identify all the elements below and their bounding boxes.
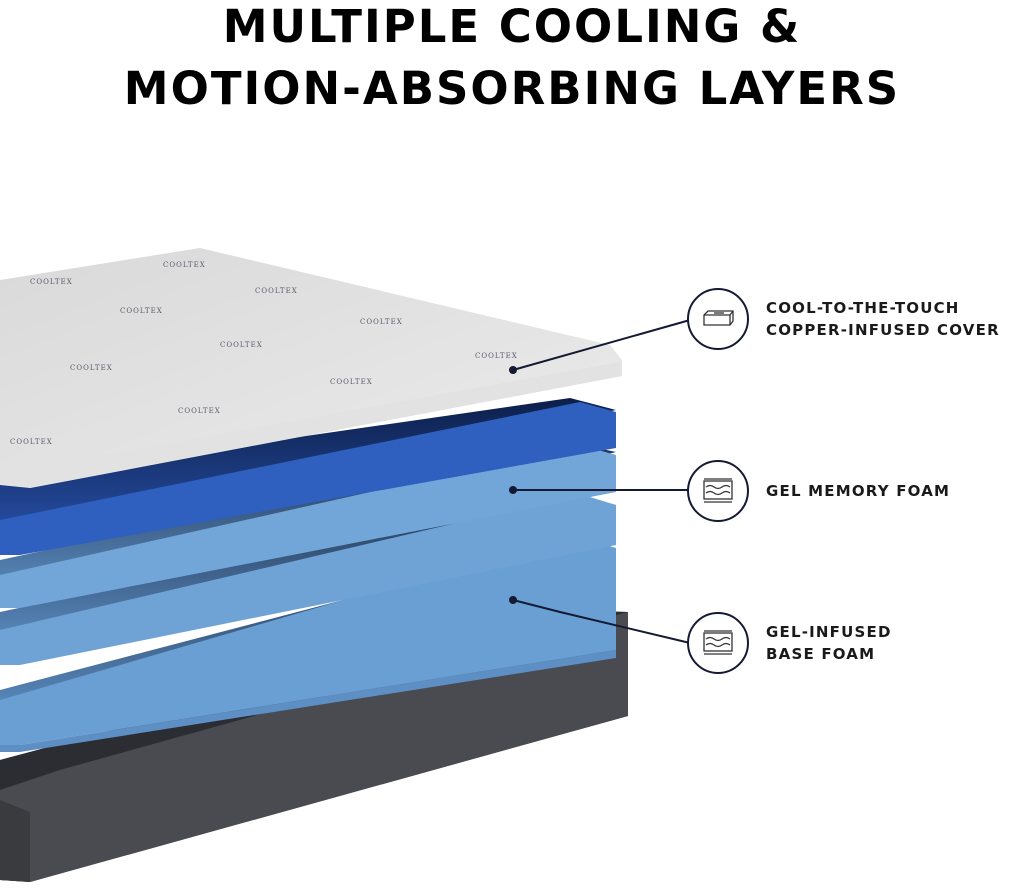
mattress-cover-icon (687, 288, 749, 350)
cover-pointer-dot (509, 366, 517, 374)
callout-base-foam: GEL-INFUSED BASE FOAM (687, 612, 892, 674)
foam-layer-icon (687, 460, 749, 522)
svg-text:COOLTEX: COOLTEX (120, 307, 163, 315)
copper-infused-cover-layer: COOLTEX COOLTEX COOLTEX COOLTEX COOLTEX … (0, 248, 622, 488)
svg-text:COOLTEX: COOLTEX (255, 287, 298, 295)
callout-gel-memory-foam-line-1: GEL MEMORY FOAM (766, 482, 951, 500)
memory-foam-pointer-dot (509, 486, 517, 494)
callout-cover-label: COOL-TO-THE-TOUCH COPPER-INFUSED COVER (766, 297, 1000, 341)
callout-gel-memory-foam: GEL MEMORY FOAM (687, 460, 950, 522)
svg-text:COOLTEX: COOLTEX (220, 341, 263, 349)
headline-line-1: MULTIPLE COOLING & (222, 0, 802, 53)
gel-infused-base-foam-layer (0, 534, 616, 752)
top-blue-foam-layer (0, 398, 616, 555)
gel-memory-foam-layer-2 (0, 492, 616, 665)
headline: MULTIPLE COOLING & MOTION-ABSORBING LAYE… (0, 0, 1024, 120)
svg-text:COOLTEX: COOLTEX (70, 364, 113, 372)
callout-base-foam-label: GEL-INFUSED BASE FOAM (766, 621, 892, 665)
svg-text:COOLTEX: COOLTEX (360, 318, 403, 326)
svg-text:COOLTEX: COOLTEX (475, 352, 518, 360)
svg-text:COOLTEX: COOLTEX (330, 378, 373, 386)
svg-text:COOLTEX: COOLTEX (178, 407, 221, 415)
gel-memory-foam-layer-1 (0, 440, 616, 608)
callout-cover-line-2: COPPER-INFUSED COVER (766, 321, 1000, 339)
headline-line-2: MOTION-ABSORBING LAYERS (123, 62, 901, 115)
leader-lines (512, 319, 691, 644)
svg-text:COOLTEX: COOLTEX (163, 261, 206, 269)
callout-cover-line-1: COOL-TO-THE-TOUCH (766, 299, 960, 317)
callout-base-foam-line-1: GEL-INFUSED (766, 623, 892, 641)
callout-base-foam-line-2: BASE FOAM (766, 645, 876, 663)
callout-cover: COOL-TO-THE-TOUCH COPPER-INFUSED COVER (687, 288, 1000, 350)
svg-text:COOLTEX: COOLTEX (10, 438, 53, 446)
callout-gel-memory-foam-label: GEL MEMORY FOAM (766, 480, 950, 502)
cover-print: COOLTEX (30, 278, 73, 286)
foam-layer-icon (687, 612, 749, 674)
base-foam-pointer-dot (509, 596, 517, 604)
